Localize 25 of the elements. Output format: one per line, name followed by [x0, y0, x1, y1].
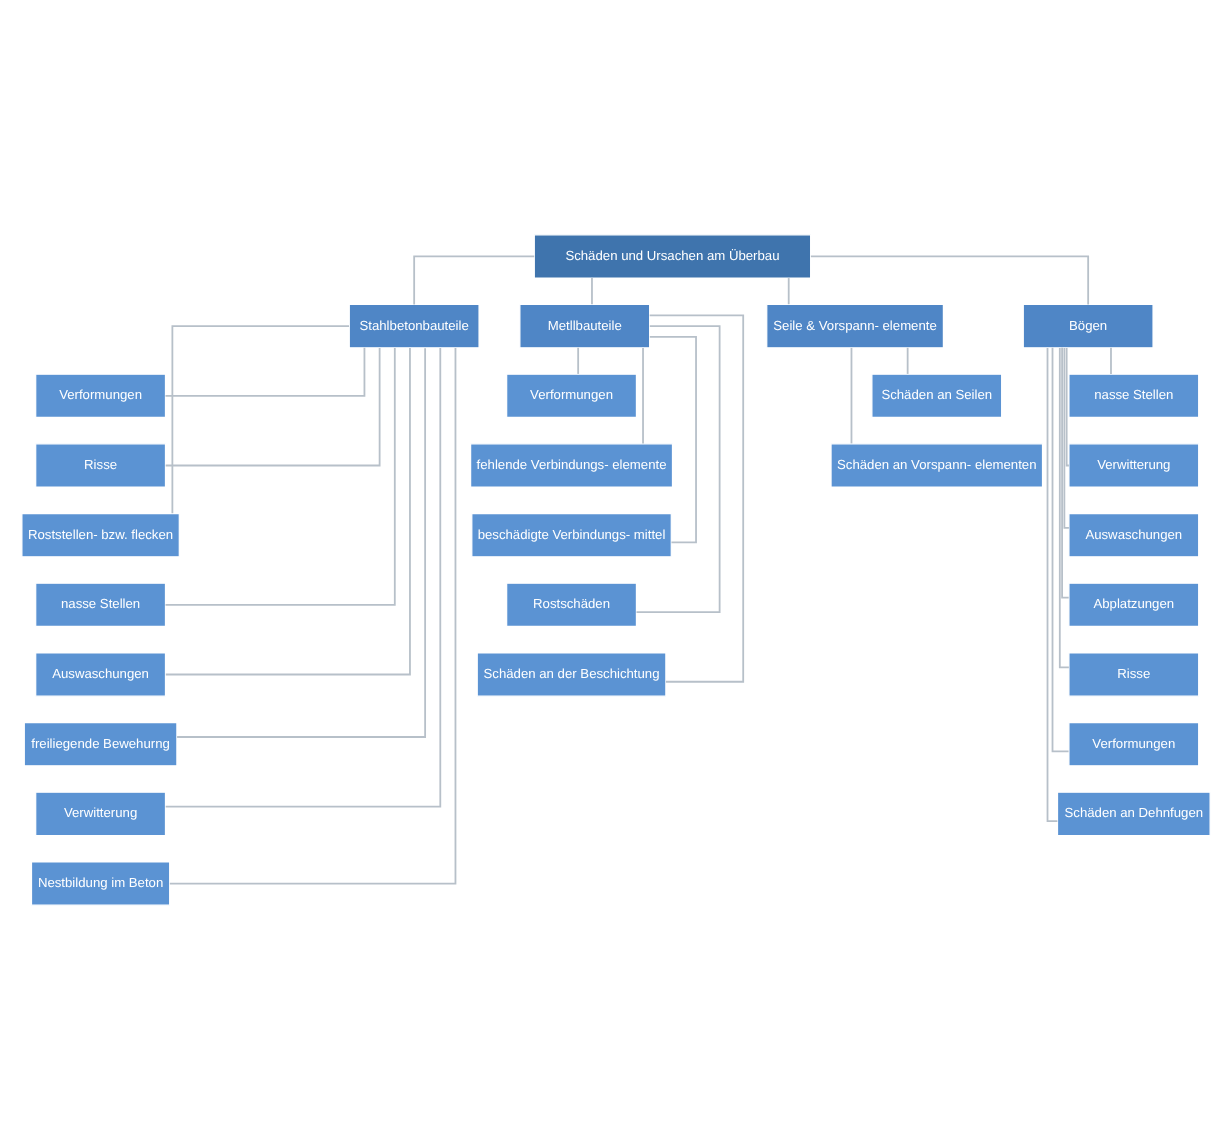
connector	[906, 345, 909, 374]
connector	[413, 254, 536, 305]
connector	[164, 345, 366, 396]
connector	[810, 254, 1090, 305]
connector	[850, 346, 853, 444]
connector	[787, 276, 790, 305]
connector	[168, 346, 457, 884]
connector	[171, 324, 350, 514]
connector	[176, 346, 426, 737]
connector	[648, 313, 745, 682]
connector	[164, 346, 381, 466]
connector	[164, 346, 442, 807]
connector	[577, 345, 580, 374]
connector	[642, 346, 644, 444]
connector	[635, 324, 721, 612]
connector	[1051, 345, 1070, 752]
connector	[1110, 345, 1112, 374]
connector	[1061, 345, 1070, 598]
connector	[591, 276, 593, 305]
connector	[1058, 346, 1070, 668]
connector	[1046, 346, 1059, 821]
connector	[1065, 346, 1070, 466]
connector	[1063, 346, 1070, 528]
connector	[164, 346, 411, 675]
connector	[164, 346, 396, 605]
